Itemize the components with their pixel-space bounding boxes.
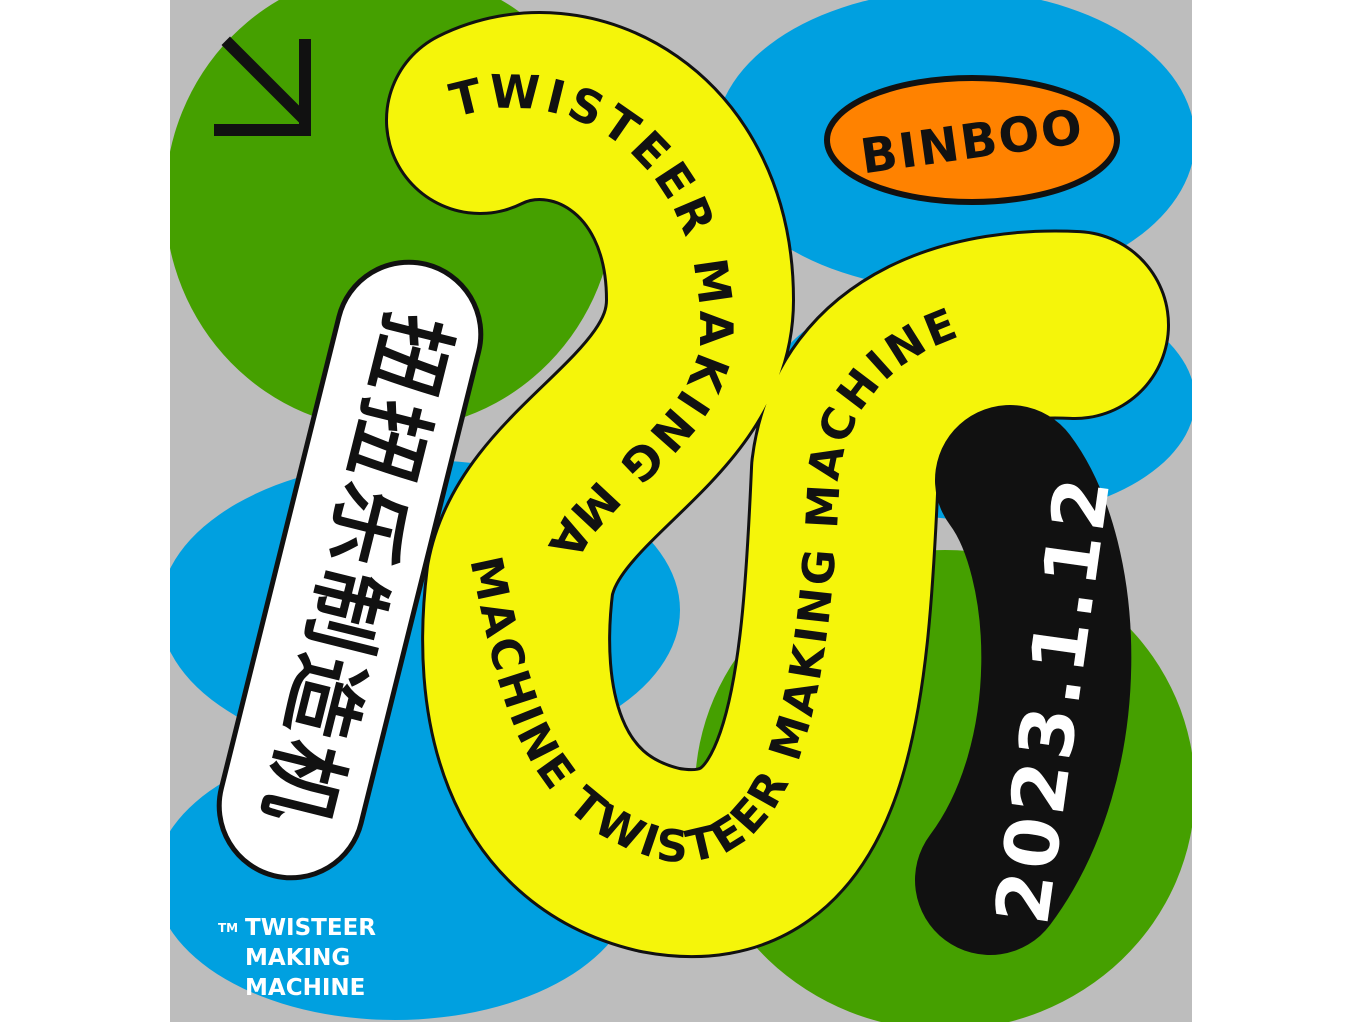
chinese-title-pill-outline [216,259,484,881]
arrow-down-right-icon [214,36,311,136]
yellow-twist-ribbon [385,11,1170,959]
trademark-line-1: TWISTEER [245,915,376,941]
trademark-line-2: MAKING [245,945,350,971]
chinese-title-pill: 扭扭乐制造机 [216,259,484,881]
arrow-stroke [214,36,311,136]
date-pill-shape [915,405,1132,955]
brand-badge: BINBOO [824,75,1120,205]
trademark-symbol: TM [218,921,238,935]
trademark-line-3: MACHINE [245,975,365,1001]
chinese-title-pill-shape [219,262,481,878]
brand-badge-shape [827,78,1117,202]
brand-badge-outline [824,75,1120,205]
trademark-block: TM TWISTEER MAKING MACHINE [218,915,376,1001]
yellow-ribbon [388,14,1167,956]
